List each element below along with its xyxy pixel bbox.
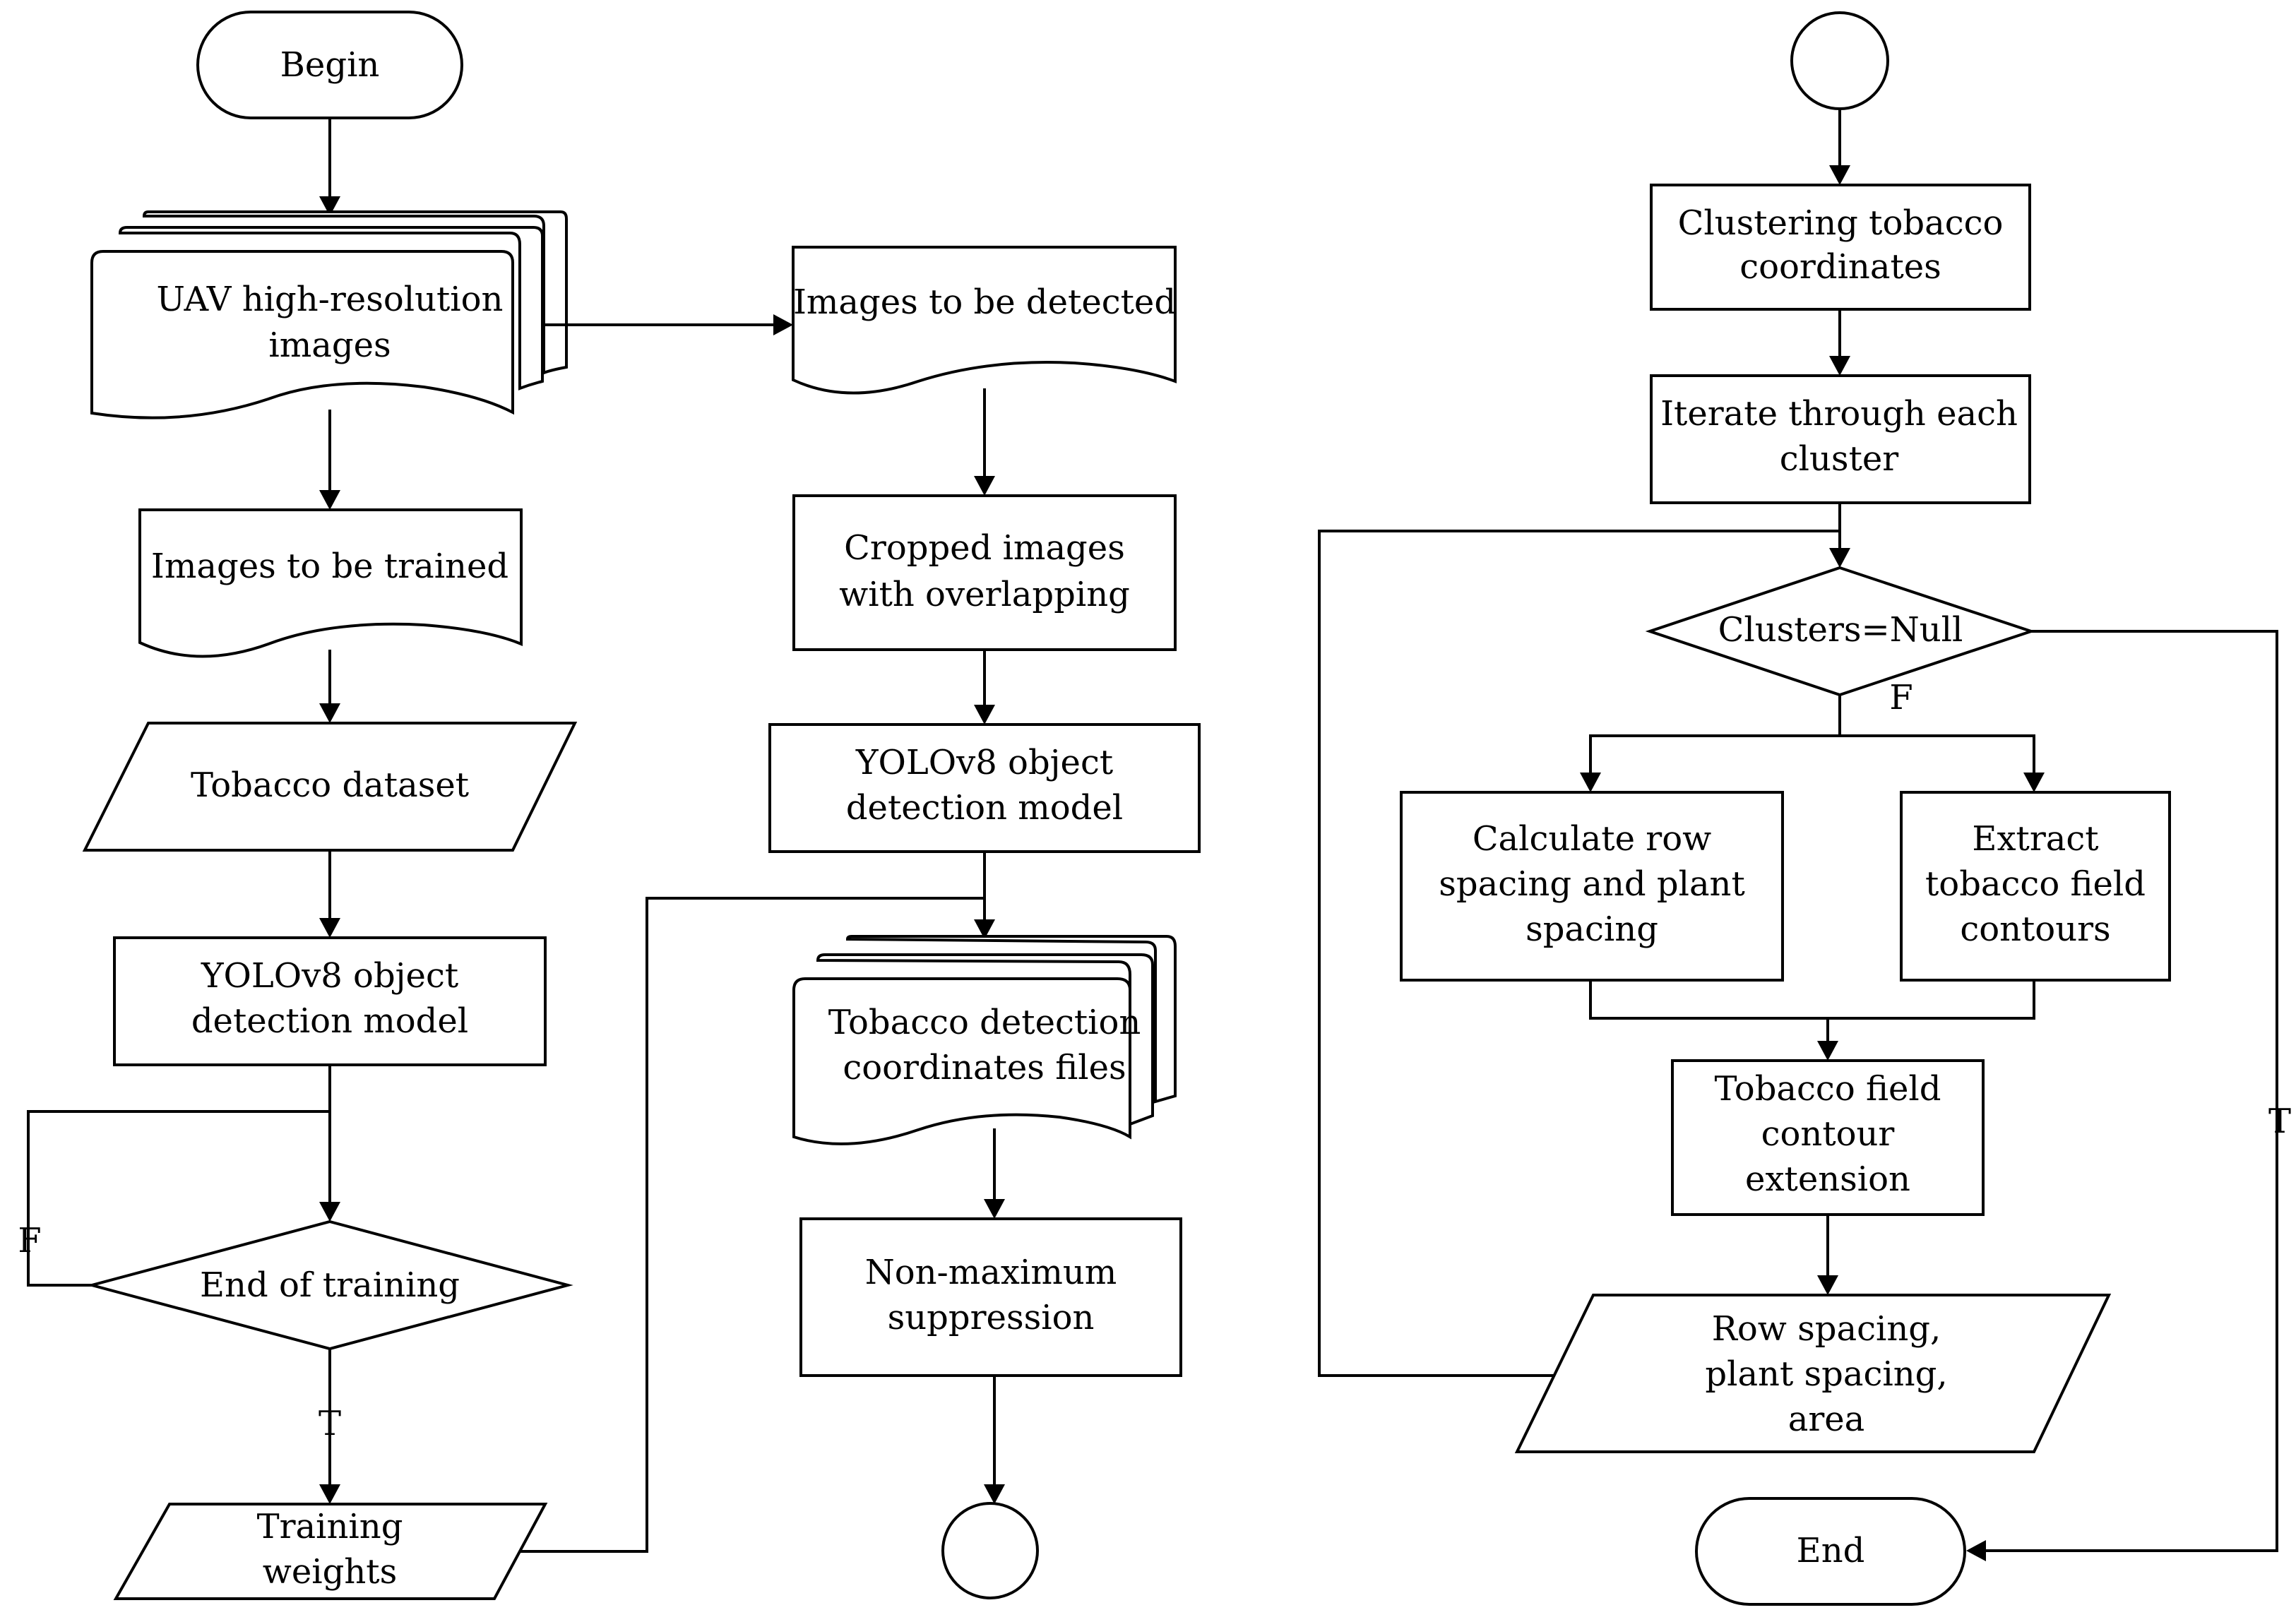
arrowhead [1817, 1275, 1838, 1295]
tobacco-dataset-node: Tobacco dataset [82, 722, 578, 852]
images-trained-label: Images to be trained [151, 547, 508, 586]
end-node: End [1695, 1497, 1966, 1606]
iterate-node: Iterate through each cluster [1650, 374, 2031, 504]
images-detected-node: Images to be detected [792, 246, 1177, 395]
arrowhead [319, 918, 340, 938]
clusters-null-decision: Clusters=Null [1645, 566, 2036, 697]
extract-contours-label-2: tobacco field [1925, 864, 2146, 904]
true-branch-connector [1986, 630, 2278, 1552]
coordinates-files-label-1: Tobacco detection [828, 1003, 1141, 1042]
begin-label: Begin [280, 45, 380, 85]
extract-contours-label-3: contours [1960, 910, 2110, 949]
yolo-detection-model-label-2: detection model [846, 788, 1123, 828]
merge-connector [1589, 980, 2035, 1020]
arrowhead [1966, 1540, 1986, 1561]
false-loop-connector [27, 1110, 330, 1287]
yolo-training-model-label-2: detection model [191, 1001, 468, 1041]
contour-extension-label-2: contour [1761, 1114, 1895, 1154]
end-label: End [1797, 1531, 1865, 1570]
results-label-2: plant spacing, [1705, 1354, 1947, 1394]
training-weights-label-1: Training [257, 1507, 403, 1546]
uav-images-node: UAV high-resolution images [90, 210, 568, 419]
contour-extension-node: Tobacco field contour extension [1671, 1059, 1985, 1216]
training-weights-node: Training weights [113, 1503, 548, 1600]
clusters-false-label: F [1889, 678, 1913, 717]
arrowhead [1817, 1041, 1838, 1061]
uav-images-label-2: images [268, 326, 391, 365]
weights-connector [520, 897, 985, 1553]
arrowhead [974, 919, 995, 939]
training-true-label: T [319, 1404, 341, 1443]
calculate-spacing-node: Calculate row spacing and plant spacing [1400, 791, 1784, 982]
arrowhead [319, 1484, 340, 1504]
training-false-label: F [18, 1221, 41, 1260]
iterate-label-2: cluster [1780, 439, 1898, 479]
cropped-images-label-2: with overlapping [839, 575, 1130, 614]
clustering-label-2: coordinates [1739, 247, 1941, 287]
loop-back-connector [1318, 530, 1840, 1377]
images-detected-label: Images to be detected [793, 282, 1176, 322]
arrowhead [319, 196, 340, 216]
split-connector [1589, 734, 2035, 773]
yolo-detection-model-node: YOLOv8 object detection model [768, 723, 1201, 853]
page-connector-out [941, 1502, 1039, 1599]
clustering-node: Clustering tobacco coordinates [1650, 184, 2031, 311]
training-weights-label-2: weights [263, 1552, 397, 1592]
nms-node: Non-maximum suppression [799, 1217, 1182, 1377]
end-training-decision: End of training [86, 1220, 573, 1351]
clusters-null-label: Clusters=Null [1718, 610, 1963, 650]
yolo-training-model-label-1: YOLOv8 object [201, 956, 458, 996]
calculate-spacing-label-3: spacing [1525, 910, 1658, 949]
arrowhead [974, 705, 995, 724]
iterate-label-1: Iterate through each [1660, 394, 2018, 434]
cropped-images-node: Cropped images with overlapping [792, 494, 1177, 651]
page-connector-in [1790, 11, 1889, 110]
calculate-spacing-label-1: Calculate row [1473, 819, 1711, 859]
arrowhead [319, 490, 340, 510]
arrowhead [974, 476, 995, 496]
results-label-3: area [1788, 1400, 1865, 1439]
arrowhead [1829, 165, 1850, 185]
arrowhead [773, 314, 793, 335]
contour-extension-label-3: extension [1745, 1159, 1910, 1199]
arrowhead [2023, 773, 2045, 792]
results-label-1: Row spacing, [1712, 1309, 1941, 1349]
uav-images-label-1: UAV high-resolution [157, 280, 504, 319]
contour-extension-label-1: Tobacco field [1715, 1069, 1941, 1109]
arrowhead [1580, 773, 1601, 792]
coordinates-files-label-2: coordinates files [843, 1048, 1126, 1087]
end-training-label: End of training [200, 1265, 460, 1305]
arrowhead [984, 1484, 1005, 1504]
extract-contours-label-1: Extract [1972, 819, 2098, 859]
extract-contours-node: Extract tobacco field contours [1900, 791, 2171, 982]
clusters-true-label: T [2268, 1102, 2291, 1141]
images-trained-node: Images to be trained [138, 508, 523, 658]
nms-label-2: suppression [888, 1298, 1095, 1337]
begin-node: Begin [196, 11, 463, 119]
arrowhead [319, 1202, 340, 1222]
results-node: Row spacing, plant spacing, area [1514, 1294, 2112, 1453]
cropped-images-label-1: Cropped images [844, 528, 1125, 568]
yolo-training-model-node: YOLOv8 object detection model [113, 936, 547, 1066]
arrowhead [984, 1199, 1005, 1219]
calculate-spacing-label-2: spacing and plant [1439, 864, 1745, 904]
yolo-detection-model-label-1: YOLOv8 object [855, 743, 1113, 782]
clustering-label-1: Clustering tobacco [1678, 203, 2004, 243]
tobacco-dataset-label: Tobacco dataset [191, 765, 469, 805]
arrowhead [1829, 548, 1850, 568]
arrowhead [1829, 356, 1850, 376]
coordinates-files-node: Tobacco detection coordinates files [792, 935, 1177, 1145]
arrowhead [319, 703, 340, 723]
nms-label-1: Non-maximum [865, 1253, 1117, 1292]
